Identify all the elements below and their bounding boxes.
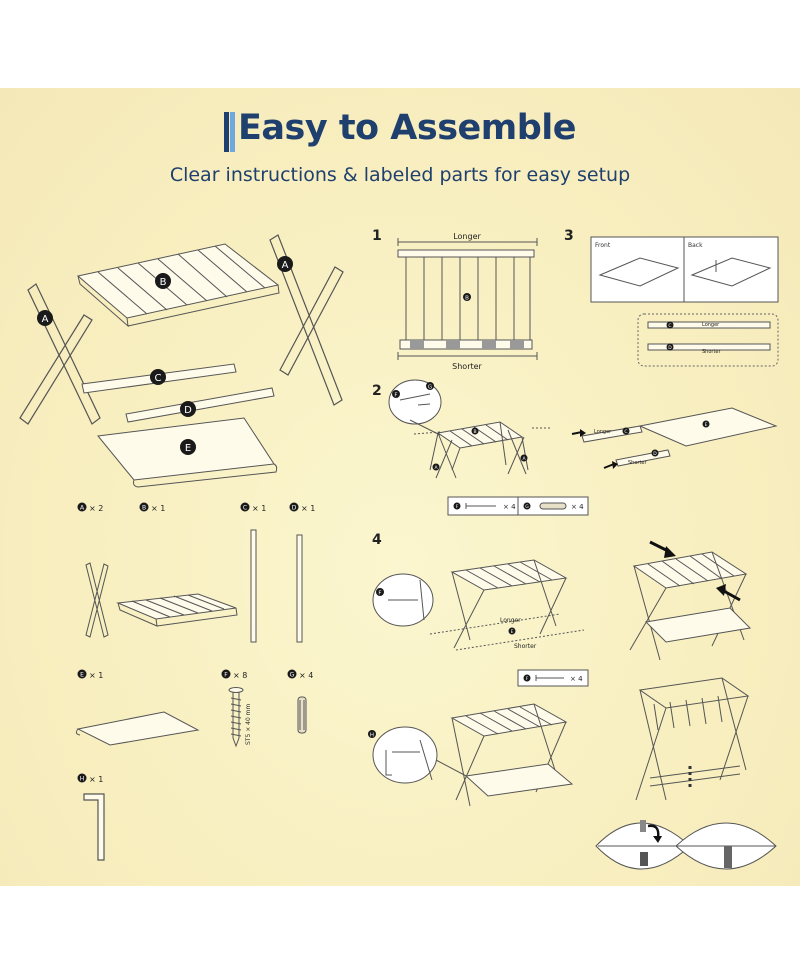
rail-d	[125, 387, 275, 423]
part-c-qty: × 1	[252, 504, 266, 513]
part-c-letter: C	[243, 505, 247, 512]
part-f: F × 8 ST5 × 40 mm	[221, 669, 252, 748]
step-2-callout	[388, 379, 442, 425]
step-3: 3 Front Back C Longer D Shorter	[564, 228, 779, 367]
step-4: 4 F Longer E Shorter F × 4 H	[368, 532, 777, 870]
part-h: H × 1	[77, 773, 105, 861]
label-e: E	[185, 443, 191, 454]
step-1-longer-label: Longer	[453, 232, 481, 241]
step-1-part-b: B	[465, 296, 469, 302]
title-wrap: Easy to Assemble	[0, 108, 800, 152]
step-2-hardware-g: G	[525, 504, 529, 510]
step-3-back-label: Back	[688, 242, 703, 249]
part-d-letter: D	[292, 505, 297, 512]
part-g-letter: G	[290, 672, 295, 679]
part-b-letter: B	[142, 505, 146, 512]
label-b: B	[160, 277, 167, 288]
step-4-callout-f-label: F	[378, 591, 381, 597]
part-a-letter: A	[80, 505, 85, 512]
step-2-number: 2	[372, 383, 382, 399]
step-3-front-label: Front	[595, 242, 611, 249]
step-2-frame-a1: A	[434, 465, 438, 471]
page-title-text: Easy to Assemble	[237, 108, 577, 148]
part-a: A × 2	[77, 502, 109, 638]
step-1: 1 Longer Shorter B	[372, 228, 538, 371]
step-2-c: C	[624, 429, 627, 435]
title-accent-bar-light	[229, 112, 235, 152]
step-4-longer: Longer	[500, 617, 521, 624]
part-g-qty: × 4	[299, 671, 313, 680]
step-2-callout-f: F	[394, 393, 397, 399]
exploded-view: A B A C D E	[19, 234, 344, 488]
step-2-hardware-f-qty: × 4	[503, 503, 516, 511]
step-2-hardware-f: F	[456, 504, 459, 510]
label-a-left: A	[42, 314, 49, 325]
label-a-right: A	[282, 260, 289, 271]
title-accent-bar-dark	[223, 112, 229, 152]
part-e-qty: × 1	[89, 671, 103, 680]
step-4-shorter: Shorter	[514, 643, 537, 650]
part-g: G × 4	[287, 669, 313, 734]
step-4-callout-h-label: H	[370, 733, 374, 739]
step-1-shorter-label: Shorter	[452, 362, 482, 371]
part-e: E × 1	[75, 669, 200, 746]
page-subtitle: Clear instructions & labeled parts for e…	[169, 164, 631, 186]
step-2-e: E	[705, 422, 708, 428]
step-3-number: 3	[564, 228, 574, 244]
frame-a-left	[19, 283, 101, 425]
seat-b	[76, 243, 280, 328]
step-2-frame-a2: A	[522, 456, 526, 462]
step-2-shorter-label: Shorter	[628, 460, 647, 466]
screw-spec: ST5 × 40 mm	[245, 703, 252, 745]
step-2-seat-b: B	[473, 429, 476, 435]
step-2: 2 F G B A A Longer Shorter C D E	[372, 379, 778, 516]
step-4-e: E	[511, 629, 514, 635]
exploded-labels: A B A C D E	[37, 256, 293, 455]
page-title: Easy to Assemble	[223, 108, 577, 152]
part-a-qty: × 2	[89, 504, 103, 513]
part-f-letter: F	[224, 672, 228, 679]
step-2-longer-label: Longer	[594, 429, 612, 435]
step-4-hardware-f: F	[526, 676, 529, 682]
part-e-letter: E	[80, 672, 84, 679]
part-f-qty: × 8	[233, 671, 247, 680]
part-b: B × 1	[116, 502, 238, 627]
part-h-letter: H	[80, 776, 85, 783]
part-b-qty: × 1	[151, 504, 165, 513]
step-3-d: D	[668, 345, 672, 351]
step-3-c: C	[668, 323, 671, 329]
step-3-c-label: Longer	[702, 322, 720, 328]
frame-a-right	[269, 234, 344, 406]
step-4-hardware-qty: × 4	[570, 675, 583, 683]
part-d-qty: × 1	[301, 504, 315, 513]
part-h-qty: × 1	[89, 775, 103, 784]
step-2-callout-g: G	[428, 385, 432, 391]
step-3-d-label: Shorter	[702, 349, 721, 355]
parts-list: A × 2 B × 1 C × 1 D × 1	[75, 502, 315, 861]
part-c: C × 1	[240, 502, 266, 643]
step-1-glue-patches	[410, 340, 524, 349]
step-2-d: D	[653, 451, 657, 457]
step-1-number: 1	[372, 228, 382, 244]
part-d: D × 1	[289, 502, 315, 643]
label-c: C	[155, 373, 162, 384]
step-2-hardware-g-qty: × 4	[571, 503, 584, 511]
step-4-number: 4	[372, 532, 382, 548]
label-d: D	[184, 405, 192, 416]
step-4-callout-h	[372, 726, 438, 784]
